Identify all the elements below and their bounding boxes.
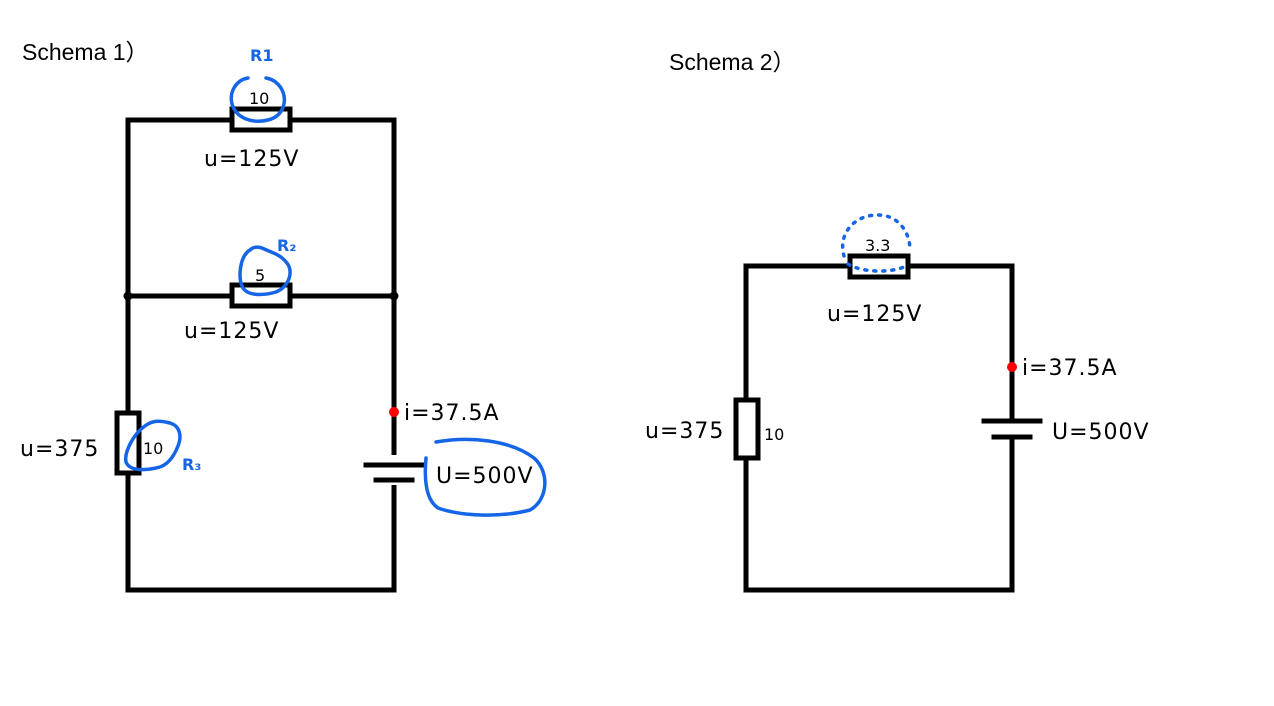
r1-value: 10: [249, 89, 269, 108]
current-marker: [389, 407, 399, 417]
r3-2-voltage: u=375: [645, 419, 724, 444]
schema-2: Schema 2） 3.3 u=125V 10 u=375 i=37.5A U=…: [645, 49, 1150, 593]
current-label-2: i=37.5A: [1022, 356, 1118, 381]
resistor-req: [847, 253, 911, 280]
current-label: i=37.5A: [404, 401, 500, 426]
r1-voltage: u=125V: [204, 147, 299, 172]
resistor-r3: [114, 410, 142, 476]
req-value: 3.3: [865, 236, 890, 255]
battery-gap: [390, 455, 400, 485]
r3-2-value: 10: [764, 425, 784, 444]
battery-gap-2: [1008, 422, 1018, 436]
wire-right-bottom: [125, 117, 397, 593]
req-voltage: u=125V: [827, 302, 922, 327]
source-annotation-circle: [423, 437, 547, 517]
current-marker-2: [1007, 362, 1017, 372]
r2-tag: R₂: [277, 236, 296, 255]
schema-1: Schema 1） 10 u=125V R1 5 u=125V R₂ 10 u=…: [20, 39, 547, 593]
wire-left-top: [125, 117, 235, 593]
r1-annotation-circle: [229, 76, 286, 123]
node-left: [123, 291, 133, 301]
schema-1-title: Schema 1）: [22, 39, 149, 65]
wire-left-top-2: [743, 263, 853, 593]
r2-annotation-circle: [238, 245, 292, 297]
source-voltage-2: U=500V: [1052, 420, 1150, 445]
resistor-r3-2: [733, 397, 761, 461]
node-right: [389, 291, 399, 301]
r3-tag: R₃: [182, 455, 201, 474]
schema-2-title: Schema 2）: [669, 49, 796, 75]
r1-tag: R1: [250, 46, 273, 65]
source-voltage: U=500V: [436, 464, 534, 489]
req-annotation-dotted-circle: [840, 213, 912, 273]
r3-value: 10: [143, 439, 163, 458]
r2-value: 5: [255, 266, 265, 285]
r3-voltage: u=375: [20, 437, 99, 462]
r3-annotation-circle: [124, 419, 182, 472]
r2-voltage: u=125V: [184, 319, 279, 344]
